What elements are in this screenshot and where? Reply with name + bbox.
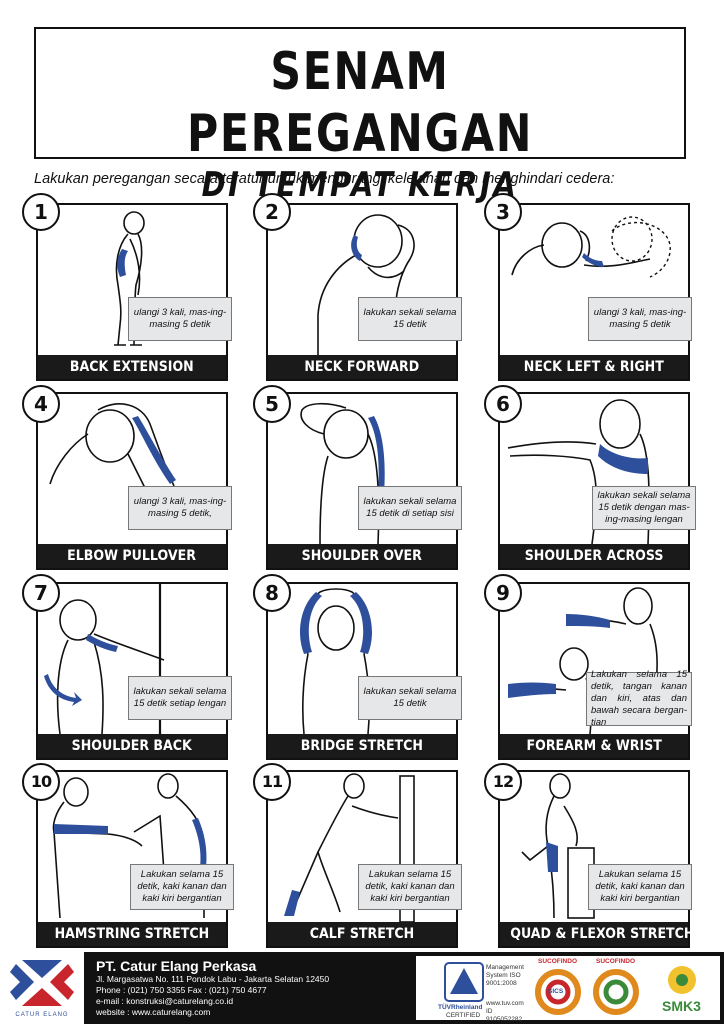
exercise-note-1: ulangi 3 kali, mas-ing-masing 5 detik xyxy=(128,297,232,341)
exercise-card-10: Lakukan selama 15 detik, kaki kanan dan … xyxy=(36,770,234,948)
sucofindo-badge-1-icon xyxy=(535,969,581,1015)
exercise-card-4: ulangi 3 kali, mas-ing-masing 5 detik, E… xyxy=(36,392,232,570)
neck-left-right-figure xyxy=(511,216,671,278)
company-address: Jl. Margasatwa No. 111 Pondok Labu - Jak… xyxy=(96,974,330,984)
forearm-wrist-figure xyxy=(507,587,658,734)
exercise-card-12: Lakukan selama 15 detik, kaki kanan dan … xyxy=(498,770,694,948)
exercise-label-1: BACK EXTENSION xyxy=(38,355,226,379)
exercise-note-12: Lakukan selama 15 detik, kaki kanan dan … xyxy=(588,864,692,910)
exercise-label-4: ELBOW PULLOVER xyxy=(38,544,226,568)
company-email: e-mail : konstruksi@caturelang.co.id xyxy=(96,996,234,1006)
sucofindo-text-2: SUCOFINDO xyxy=(596,958,635,965)
exercise-note-3: ulangi 3 kali, mas-ing-masing 5 detik xyxy=(588,297,692,341)
exercise-label-10: HAMSTRING STRETCH xyxy=(38,922,226,946)
exercise-label-8: BRIDGE STRETCH xyxy=(268,734,456,758)
exercise-label-11: CALF STRETCH xyxy=(268,922,456,946)
exercise-label-6: SHOULDER ACROSS xyxy=(500,544,688,568)
exercise-note-11: Lakukan selama 15 detik, kaki kanan dan … xyxy=(358,864,462,910)
exercise-note-7: lakukan sekali selama 15 detik setiap le… xyxy=(128,676,232,720)
exercise-number-4: 4 xyxy=(22,385,60,423)
company-website: website : www.caturelang.com xyxy=(96,1007,211,1017)
exercise-number-3: 3 xyxy=(484,193,522,231)
exercise-card-5: lakukan sekali selama 15 detik di setiap… xyxy=(266,392,462,570)
exercise-label-9: FOREARM & WRIST xyxy=(500,734,688,758)
exercise-label-2: NECK FORWARD xyxy=(268,355,456,379)
exercise-card-9: Lakukan selama 15 detik, tangan kanan da… xyxy=(498,582,692,760)
tuv-text: TÜVRheinland xyxy=(438,1004,483,1011)
poster-subtitle: DI TEMPAT KERJA xyxy=(201,165,519,205)
quad-flexor-stretch-figure xyxy=(521,773,595,919)
exercise-note-5: lakukan sekali selama 15 detik di setiap… xyxy=(358,486,462,530)
exercise-note-2: lakukan sekali selama 15 detik xyxy=(358,297,462,341)
exercise-card-6: lakukan sekali selama 15 detik dengan ma… xyxy=(498,392,696,570)
intro-text: Lakukan peregangan secara teratur untuk … xyxy=(34,171,615,187)
catur-elang-logo-icon xyxy=(10,960,74,1006)
management-system-text: Management System ISO 9001:2008 xyxy=(486,964,524,987)
tuv-badge-icon xyxy=(444,962,484,1002)
exercise-label-5: SHOULDER OVER xyxy=(268,544,456,568)
company-logo: CATUR ELANG xyxy=(0,952,84,1024)
exercise-note-8: lakukan sekali selama 15 detik xyxy=(358,676,462,720)
certifications-panel: TÜVRheinland CERTIFIED Management System… xyxy=(416,956,720,1023)
exercise-number-6: 6 xyxy=(484,385,522,423)
exercise-note-9: Lakukan selama 15 detik, tangan kanan da… xyxy=(586,669,692,728)
exercise-label-12: QUAD & FLEXOR STRETCH xyxy=(500,922,694,946)
calf-stretch-figure xyxy=(284,773,415,922)
exercise-number-5: 5 xyxy=(253,385,291,423)
exercise-number-9: 9 xyxy=(484,574,522,612)
exercise-note-6: lakukan sekali selama 15 detik dengan ma… xyxy=(592,486,696,530)
neck-forward-figure xyxy=(317,214,415,355)
sucofindo-badge-2-icon xyxy=(593,969,639,1015)
sics-text-1: SICS xyxy=(548,988,564,995)
exercise-number-12: 12 xyxy=(484,763,522,801)
company-info: PT. Catur Elang Perkasa Jl. Margasatwa N… xyxy=(96,958,329,1018)
exercise-card-11: Lakukan selama 15 detik, kaki kanan dan … xyxy=(266,770,462,948)
shoulder-back-figure xyxy=(44,584,165,734)
exercise-number-8: 8 xyxy=(253,574,291,612)
exercise-label-7: SHOULDER BACK xyxy=(38,734,226,758)
smk3-text: SMK3 xyxy=(662,998,701,1014)
sucofindo-text-1: SUCOFINDO xyxy=(538,958,577,965)
exercise-card-8: lakukan sekali selama 15 detik BRIDGE ST… xyxy=(266,582,462,760)
company-phone: Phone : (021) 750 3355 Fax : (021) 750 4… xyxy=(96,985,267,995)
poster-title-box: SENAM PEREGANGAN DI TEMPAT KERJA xyxy=(34,27,686,205)
exercise-note-4: ulangi 3 kali, mas-ing-masing 5 detik, xyxy=(128,486,232,530)
smk3-badge-icon xyxy=(668,966,696,994)
logo-text: CATUR ELANG xyxy=(15,1012,69,1018)
exercise-card-3: ulangi 3 kali, mas-ing-masing 5 detik NE… xyxy=(498,203,692,381)
exercise-number-10: 10 xyxy=(22,763,60,801)
exercise-label-3: NECK LEFT & RIGHT xyxy=(500,355,688,379)
exercise-card-1: ulangi 3 kali, mas-ing-masing 5 detik BA… xyxy=(36,203,232,381)
exercise-number-7: 7 xyxy=(22,574,60,612)
elbow-pullover-figure xyxy=(49,403,176,515)
exercise-card-7: lakukan sekali selama 15 detik setiap le… xyxy=(36,582,232,760)
exercise-number-11: 11 xyxy=(253,763,291,801)
tuv-sub: CERTIFIED xyxy=(446,1012,481,1019)
poster-title: SENAM PEREGANGAN xyxy=(186,42,534,164)
exercise-number-2: 2 xyxy=(253,193,291,231)
exercise-number-1: 1 xyxy=(22,193,60,231)
tuv-web-text: www.tuv.com ID 9105052282 xyxy=(486,1000,524,1023)
exercise-card-2: lakukan sekali selama 15 detik NECK FORW… xyxy=(266,203,462,381)
company-name: PT. Catur Elang Perkasa xyxy=(96,958,257,974)
exercise-note-10: Lakukan selama 15 detik, kaki kanan dan … xyxy=(130,864,234,910)
